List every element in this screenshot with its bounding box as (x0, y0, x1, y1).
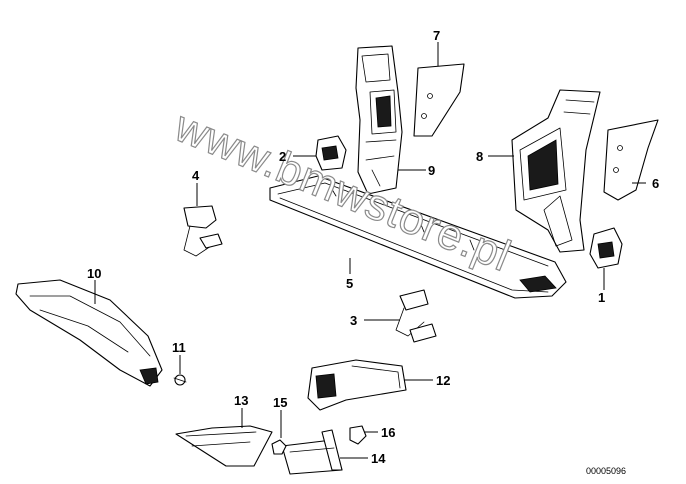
callout-6: 6 (652, 176, 659, 191)
cover-plate-part-13 (175, 425, 273, 467)
bracket-part-3 (395, 289, 437, 343)
clip-part-1 (589, 227, 623, 269)
watermark-text: www.bmwstore.pl (167, 101, 518, 281)
front-crossmember-part-5 (269, 175, 567, 299)
callout-10: 10 (87, 266, 101, 281)
left-support-part-9 (355, 45, 403, 195)
callout-8: 8 (476, 149, 483, 164)
callout-13: 13 (234, 393, 248, 408)
callout-15: 15 (273, 395, 287, 410)
bracket-part-4 (183, 205, 223, 257)
callout-14: 14 (371, 451, 386, 466)
right-support-part-8 (511, 89, 601, 253)
callout-7: 7 (433, 28, 440, 43)
callout-3: 3 (350, 313, 357, 328)
right-bracket-part-6 (603, 119, 659, 201)
leader-lines (94, 42, 646, 459)
left-bracket-part-7 (413, 63, 465, 137)
callout-1: 1 (598, 290, 605, 305)
air-duct-part-10 (15, 279, 163, 387)
screw-part-11 (173, 374, 187, 386)
callout-4: 4 (192, 168, 200, 183)
callout-11: 11 (172, 340, 186, 355)
bolt-part-15 (271, 439, 287, 455)
callout-16: 16 (381, 425, 395, 440)
nut-part-16 (349, 425, 367, 445)
callout-12: 12 (436, 373, 450, 388)
air-guide-part-12 (307, 359, 407, 411)
callout-labels: 1 2 3 4 5 6 7 8 9 10 11 12 13 14 15 16 (87, 28, 659, 466)
callout-5: 5 (346, 276, 353, 291)
air-duct-part-14 (281, 429, 343, 475)
callout-2: 2 (279, 149, 286, 164)
document-number: 00005096 (586, 466, 626, 476)
callout-9: 9 (428, 163, 435, 178)
